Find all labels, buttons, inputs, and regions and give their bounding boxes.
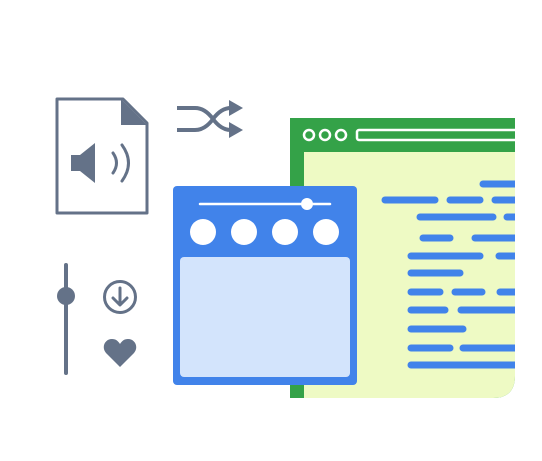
- window-control-dot: [302, 128, 316, 142]
- player-control-button: [231, 219, 257, 245]
- player-control-button: [190, 219, 216, 245]
- volume-slider-icon: [55, 263, 77, 375]
- shuffle-icon: [175, 100, 245, 138]
- audio-file-icon: [55, 97, 149, 217]
- player-control-button: [313, 219, 339, 245]
- heart-icon: [103, 338, 137, 368]
- player-panel: [180, 257, 350, 377]
- code-lines: [381, 180, 515, 369]
- download-circle-icon: [102, 279, 138, 315]
- progress-thumb: [301, 198, 313, 210]
- player-control-button: [272, 219, 298, 245]
- window-control-dot: [334, 128, 348, 142]
- address-bar: [355, 128, 515, 142]
- music-player-window: [173, 186, 357, 385]
- window-control-dot: [318, 128, 332, 142]
